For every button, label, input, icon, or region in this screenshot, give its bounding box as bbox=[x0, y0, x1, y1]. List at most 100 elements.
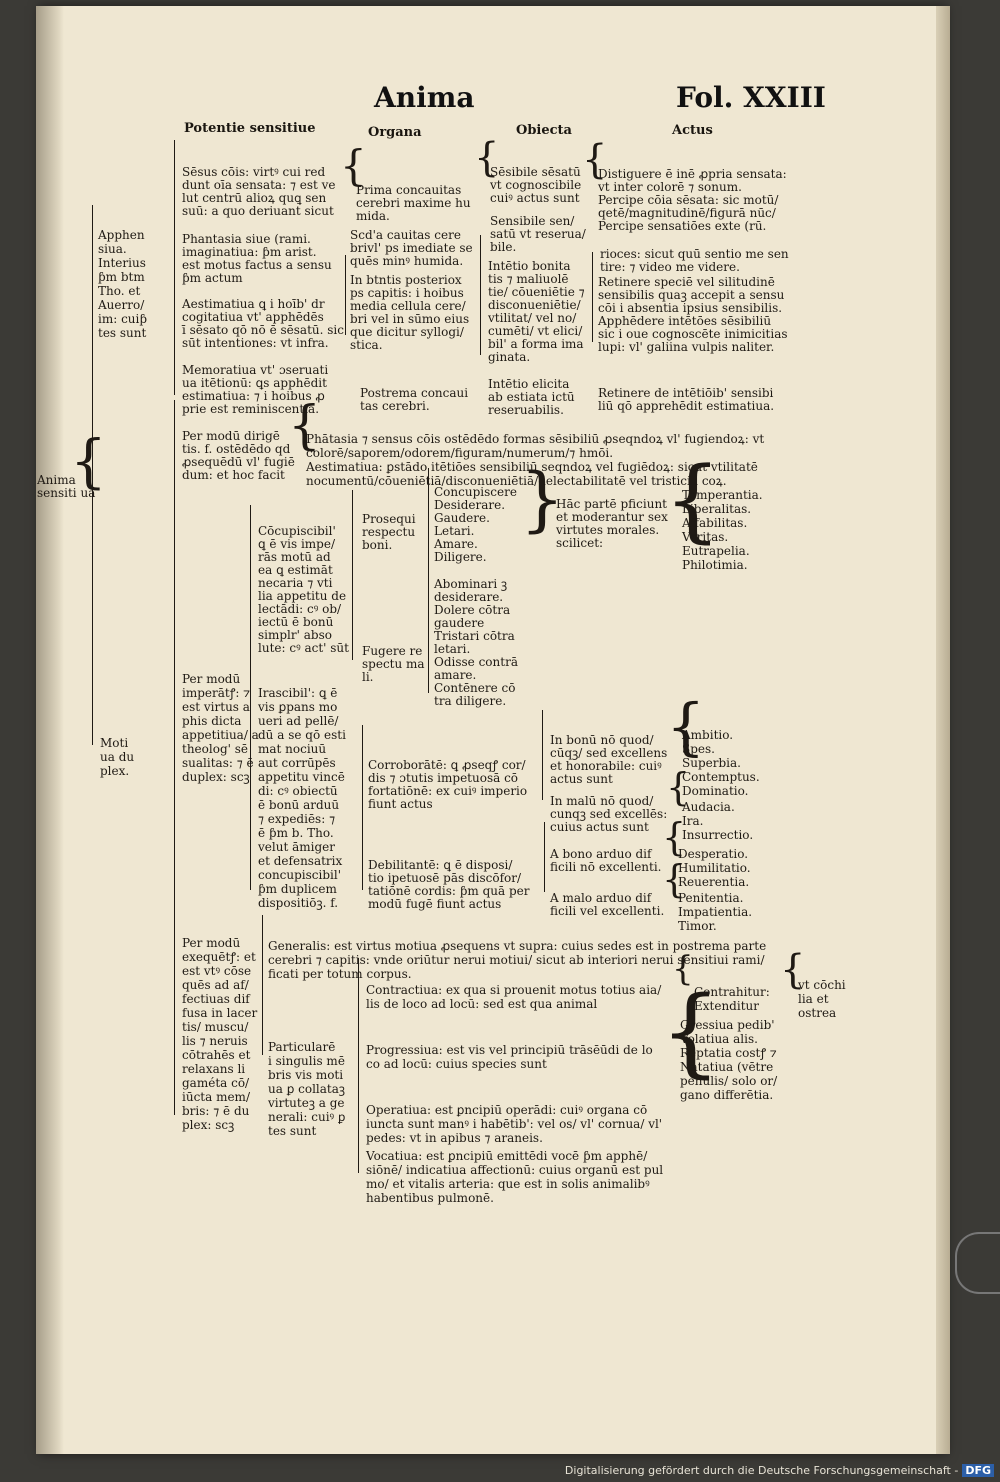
text-line: Per modū bbox=[182, 936, 241, 950]
text-line: tra diligere. bbox=[434, 694, 507, 708]
text-line: fortatiōnē: ex cuiꝰ imperio bbox=[368, 784, 528, 798]
brace: { bbox=[666, 765, 691, 809]
text-line: ƥm actum bbox=[182, 271, 243, 285]
text-line: iuncta sunt manꝰ i habētib': vel os/ vl'… bbox=[366, 1117, 663, 1131]
text-line: Contemptus. bbox=[682, 770, 760, 784]
text-line: spectu ma bbox=[362, 657, 425, 671]
text-line: In malū nō quod/ bbox=[550, 794, 654, 808]
column-potentie: Potentie sensitiue bbox=[184, 121, 316, 136]
brace-line bbox=[592, 252, 593, 342]
text-line: quēs ad af/ bbox=[182, 978, 249, 992]
text-line: lupi: vl' galiina vulpis naliter. bbox=[598, 340, 775, 354]
text-line: duplex: scꝫ bbox=[182, 770, 250, 784]
text-line: concupiscibil' bbox=[258, 868, 342, 882]
text-line: cogitatiua vt' apphēdēs bbox=[182, 310, 324, 324]
brace: { bbox=[662, 815, 687, 859]
text-line: gaméta cō/ bbox=[182, 1076, 250, 1090]
text-line: dunt oīa sensata: ⁊ est ve bbox=[182, 178, 336, 192]
text-line: cumēti/ vt elici/ bbox=[488, 324, 583, 338]
text-line: boni. bbox=[362, 538, 393, 552]
text-line: Sensibile sen/ bbox=[490, 214, 575, 228]
brace-line bbox=[480, 235, 481, 355]
text-line: ꝗ ē vis impe/ bbox=[258, 537, 335, 551]
text-line: sic i oue cognoscēte inimicitias bbox=[598, 327, 788, 341]
text-line: Aestimatiua ꝗ i hoīb' dr bbox=[182, 297, 325, 311]
text-line: nocumentū/cōueniētiā/disconueniētiā/dele… bbox=[306, 474, 727, 488]
text-line: liū qō apprehēdit estimatiua. bbox=[598, 399, 775, 413]
text-line: plex: scꝫ bbox=[182, 1118, 235, 1132]
text-line: estimatiua: ⁊ i hoibus ꝓ bbox=[182, 389, 325, 403]
text-line: bil' a forma ima bbox=[488, 337, 584, 351]
text-line: stica. bbox=[350, 338, 383, 352]
text-line: Debilitantē: ꝗ ē disposi/ bbox=[368, 858, 513, 872]
brace-line bbox=[542, 710, 543, 800]
brace-line bbox=[428, 555, 429, 693]
text-line: Insurrectio. bbox=[682, 828, 754, 842]
text-line: mida. bbox=[356, 209, 390, 223]
brace: { bbox=[474, 135, 500, 181]
text-line: bris vis moti bbox=[268, 1068, 344, 1082]
root-brace: { bbox=[70, 427, 107, 495]
text-line: ꝓsequēdū vl' fugiē bbox=[182, 455, 295, 469]
text-line: ua du bbox=[100, 750, 135, 764]
text-line: relaxans li bbox=[182, 1062, 246, 1076]
text-line: satū vt reserua/ bbox=[490, 227, 586, 241]
text-line: qetē/magnitudinē/figurā nūc/ bbox=[598, 206, 776, 220]
text-line: ficili nō excellenti. bbox=[550, 860, 662, 874]
text-line: suū: a quo deriuant sicut bbox=[182, 204, 334, 218]
text-line: rās motū ad bbox=[258, 550, 331, 564]
text-line: virtuteꝫ a ge bbox=[268, 1096, 345, 1110]
text-line: bri vel in sūmo eius bbox=[350, 312, 470, 326]
footer-text: Digitalisierung gefördert durch die Deut… bbox=[564, 1464, 959, 1477]
root-brace-line bbox=[92, 205, 93, 745]
text-line: Audacia. bbox=[682, 800, 735, 814]
text-line: Generalis: est virtus motiua ꝓsequens vt… bbox=[268, 939, 767, 953]
text-line: Apphēdere intētōes sēsibiliū bbox=[598, 314, 772, 328]
text-line: Gaudere. bbox=[434, 511, 490, 525]
text-line: ginata. bbox=[488, 350, 531, 364]
text-line: Concupiscere bbox=[434, 485, 517, 499]
text-line: tio ipetuosē pās discōfor/ bbox=[368, 871, 522, 885]
text-line: ī sēsato qō nō ē sēsatū. sic bbox=[182, 323, 344, 337]
text-line: Apphen bbox=[98, 228, 145, 242]
text-line: Interius bbox=[98, 256, 146, 270]
text-line: necaria ⁊ vti bbox=[258, 576, 333, 590]
text-line: Irascibil': ꝗ ē bbox=[258, 686, 338, 700]
text-line: mo/ et vitalis arteria: que est in solis… bbox=[366, 1177, 650, 1191]
text-line: nerali: cuiꝰ ꝑ bbox=[268, 1110, 346, 1124]
text-line: lia et bbox=[798, 992, 829, 1006]
text-line: Hāc partē pficiunt bbox=[556, 497, 667, 511]
text-line: ea ꝗ estimāt bbox=[258, 563, 333, 577]
text-line: et defensatrix bbox=[258, 854, 343, 868]
acts-bonum-list: Ambitio.Spes.Superbia.Contemptus.Dominat… bbox=[682, 700, 760, 826]
text-line: Auerro/ bbox=[98, 298, 145, 312]
text-line: vt cōchi bbox=[798, 978, 846, 992]
dfg-logo: DFG bbox=[962, 1464, 994, 1477]
text-line: Per modū bbox=[182, 672, 241, 686]
text-line: est motus factus a sensu bbox=[182, 258, 332, 272]
text-line: cerebri maxime hu bbox=[356, 196, 471, 210]
text-line: ƥm duplicem bbox=[258, 882, 337, 896]
text-line: ƥm btm bbox=[98, 270, 145, 284]
text-line: Timor. bbox=[678, 919, 717, 933]
text-line: Tristari cōtra bbox=[434, 629, 515, 643]
text-line: Postrema concaui bbox=[360, 386, 469, 400]
text-line: tes sunt bbox=[268, 1124, 317, 1138]
text-line: habentibus pulmonē. bbox=[366, 1191, 494, 1205]
text-line: i singulis mē bbox=[268, 1054, 345, 1068]
malum-excellens: In malū nō quod/cunqꝫ sed excellēs:cuius… bbox=[550, 769, 667, 860]
text-line: lut centrū alioꝝ quꝗ sen bbox=[182, 191, 327, 205]
text-line: cōtrahēs et bbox=[182, 1048, 251, 1062]
text-line: Contēnere cō bbox=[434, 681, 516, 695]
contractiua-text: Contractiua: ex qua si prouenit motus to… bbox=[366, 955, 661, 1039]
text-line: rioces: sicut quū sentio me sen bbox=[600, 247, 789, 261]
text-line: cuiꝰ actus sunt bbox=[490, 191, 580, 205]
